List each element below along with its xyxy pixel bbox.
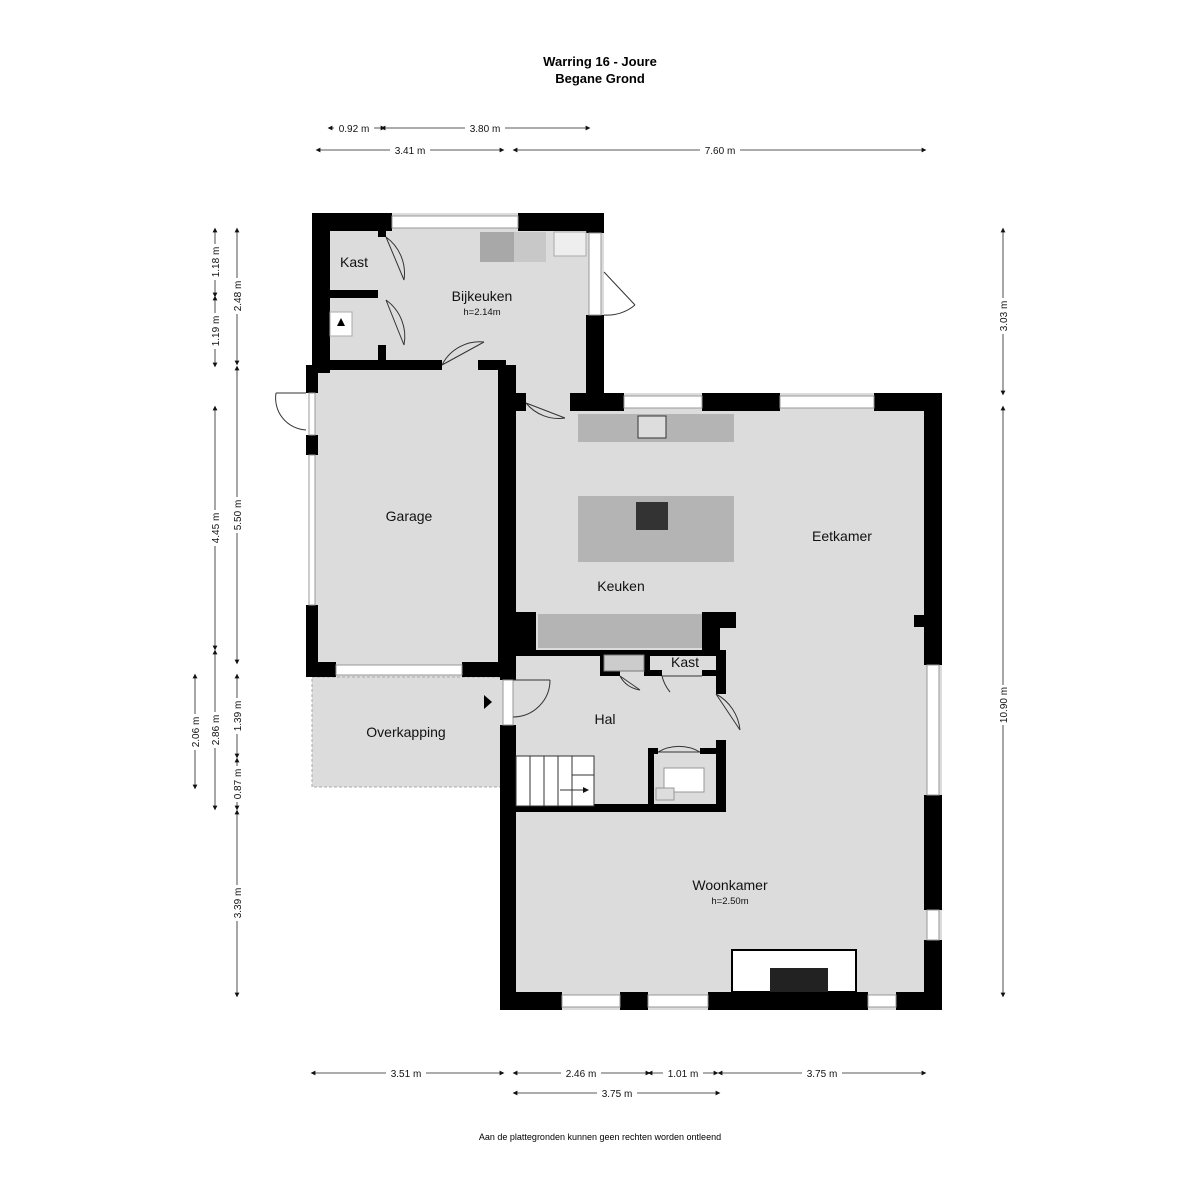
- dim-left-9: 3.39 m: [233, 888, 244, 919]
- fixtures: [329, 231, 734, 807]
- dim-left-5: 2.06 m: [191, 717, 202, 748]
- dim-bottom-4: 3.75 m: [602, 1089, 633, 1100]
- handbasin-icon: [655, 787, 675, 801]
- dim-left-2: 1.19 m: [211, 316, 222, 347]
- room-kast-hal: Kast: [671, 654, 699, 670]
- plan-title: Warring 16 - Joure: [543, 54, 657, 69]
- dim-bottom-0: 3.51 m: [391, 1069, 422, 1080]
- dim-top-2: 3.41 m: [395, 146, 426, 157]
- dim-bottom-2: 1.01 m: [668, 1069, 699, 1080]
- utility-sink-icon: [553, 231, 587, 257]
- room-hal: Hal: [594, 711, 615, 727]
- flame-icon: [337, 318, 345, 326]
- windows: [308, 215, 940, 1008]
- dim-left-6: 2.86 m: [211, 715, 222, 746]
- cooktop-icon: [636, 502, 668, 530]
- dim-top-1: 3.80 m: [470, 124, 501, 135]
- entrance-arrow-icon: [484, 695, 492, 709]
- dim-left-8: 0.87 m: [233, 769, 244, 800]
- disclaimer: Aan de plattegronden kunnen geen rechten…: [478, 1132, 722, 1142]
- dryer-icon: [514, 232, 546, 262]
- dim-top-3: 7.60 m: [705, 146, 736, 157]
- dim-left-7: 1.39 m: [233, 701, 244, 732]
- dim-right-1: 10.90 m: [999, 687, 1010, 723]
- room-bijkeuken-height: h=2.14m: [463, 307, 500, 318]
- plan-subtitle: Begane Grond: [555, 71, 645, 86]
- dimension-labels: 0.92 m 3.80 m 3.41 m 7.60 m 3.51 m 2.46 …: [190, 122, 1010, 1100]
- dim-left-4: 5.50 m: [233, 500, 244, 531]
- washing-machine-icon: [480, 232, 514, 262]
- walls: [306, 213, 942, 1010]
- room-overkapping: Overkapping: [366, 724, 445, 740]
- dim-bottom-1: 2.46 m: [566, 1069, 597, 1080]
- stairs-icon: [515, 755, 595, 807]
- dim-left-3: 4.45 m: [211, 513, 222, 544]
- meter-cabinet: [603, 654, 645, 672]
- dim-top-0: 0.92 m: [339, 124, 370, 135]
- room-woonkamer: Woonkamer: [692, 877, 768, 893]
- sink-icon: [637, 415, 667, 439]
- kitchen-cabinet: [538, 614, 702, 648]
- dim-left-1: 2.48 m: [233, 281, 244, 312]
- room-kast-top: Kast: [340, 254, 368, 270]
- dim-right-0: 3.03 m: [999, 301, 1010, 332]
- dim-bottom-3: 3.75 m: [807, 1069, 838, 1080]
- dim-left-0: 1.18 m: [211, 247, 222, 278]
- room-labels: Kast Bijkeuken h=2.14m Garage Keuken Eet…: [340, 254, 872, 907]
- room-eetkamer: Eetkamer: [812, 528, 872, 544]
- room-garage: Garage: [386, 508, 433, 524]
- room-woonkamer-height: h=2.50m: [711, 896, 748, 907]
- room-keuken: Keuken: [597, 578, 644, 594]
- doors: [275, 236, 741, 753]
- room-bijkeuken: Bijkeuken: [452, 288, 513, 304]
